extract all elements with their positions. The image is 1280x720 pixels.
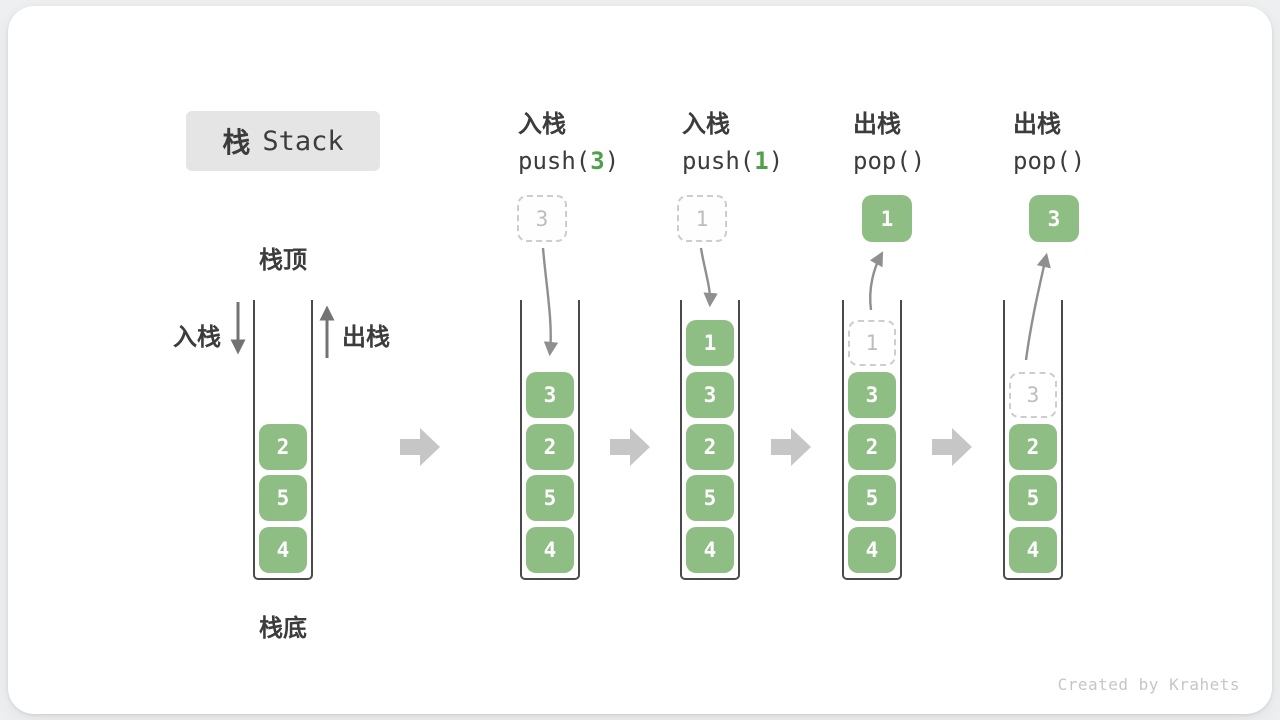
push-1-flow-arrow-icon bbox=[699, 247, 718, 308]
step-arrow-icon bbox=[610, 428, 650, 466]
call-label: push(1) bbox=[682, 147, 784, 175]
action-label: 入栈 bbox=[518, 111, 566, 138]
step-header-pop-3: 出栈 pop() bbox=[1013, 104, 1085, 175]
stack-block: 2 bbox=[1009, 424, 1057, 470]
stack-block: 2 bbox=[848, 424, 896, 470]
watermark: Created by Krahets bbox=[1057, 675, 1240, 694]
step-header-push-3: 入栈 push(3) bbox=[518, 104, 619, 175]
pop-side-label: 出栈 bbox=[342, 324, 390, 351]
stack-block: 2 bbox=[526, 424, 574, 470]
step-header-push-1: 入栈 push(1) bbox=[682, 104, 783, 175]
stack-block: 4 bbox=[686, 527, 734, 573]
push-side-label: 入栈 bbox=[173, 324, 221, 351]
ghost-block: 1 bbox=[848, 320, 896, 366]
stack-block: 5 bbox=[848, 475, 896, 521]
stack-block: 5 bbox=[686, 475, 734, 521]
stack-bottom-label: 栈底 bbox=[259, 615, 307, 642]
step-arrow-icon bbox=[932, 428, 972, 466]
incoming-value-box: 1 bbox=[677, 195, 727, 242]
stack-block: 2 bbox=[686, 424, 734, 470]
step-header-pop-1: 出栈 pop() bbox=[853, 104, 925, 175]
action-label: 出栈 bbox=[1013, 111, 1061, 138]
stack-block: 5 bbox=[526, 475, 574, 521]
step-arrow-icon bbox=[400, 428, 440, 466]
step-arrow-icon bbox=[771, 428, 811, 466]
ghost-block: 3 bbox=[1009, 372, 1057, 418]
stack-top-label: 栈顶 bbox=[259, 247, 307, 274]
stack-block: 2 bbox=[259, 424, 307, 470]
stack-block: 4 bbox=[1009, 527, 1057, 573]
action-label: 出栈 bbox=[853, 111, 901, 138]
stack-block: 4 bbox=[259, 527, 307, 573]
popped-value-box: 1 bbox=[862, 195, 912, 242]
title-en: Stack bbox=[262, 125, 344, 157]
stack-block: 4 bbox=[848, 527, 896, 573]
incoming-value-box: 3 bbox=[517, 195, 567, 242]
stack-block: 5 bbox=[259, 475, 307, 521]
stack-block: 5 bbox=[1009, 475, 1057, 521]
stack-block: 3 bbox=[526, 372, 574, 418]
stack-block: 4 bbox=[526, 527, 574, 573]
action-label: 入栈 bbox=[682, 111, 730, 138]
call-label: push(3) bbox=[518, 147, 620, 175]
call-label: pop() bbox=[853, 147, 926, 175]
stack-block: 1 bbox=[686, 320, 734, 366]
title-cn: 栈 bbox=[222, 127, 251, 158]
stack-block: 3 bbox=[686, 372, 734, 418]
popped-value-box: 3 bbox=[1029, 195, 1079, 242]
title-badge: 栈 Stack bbox=[186, 111, 380, 171]
stack-block: 3 bbox=[848, 372, 896, 418]
call-label: pop() bbox=[1013, 147, 1086, 175]
